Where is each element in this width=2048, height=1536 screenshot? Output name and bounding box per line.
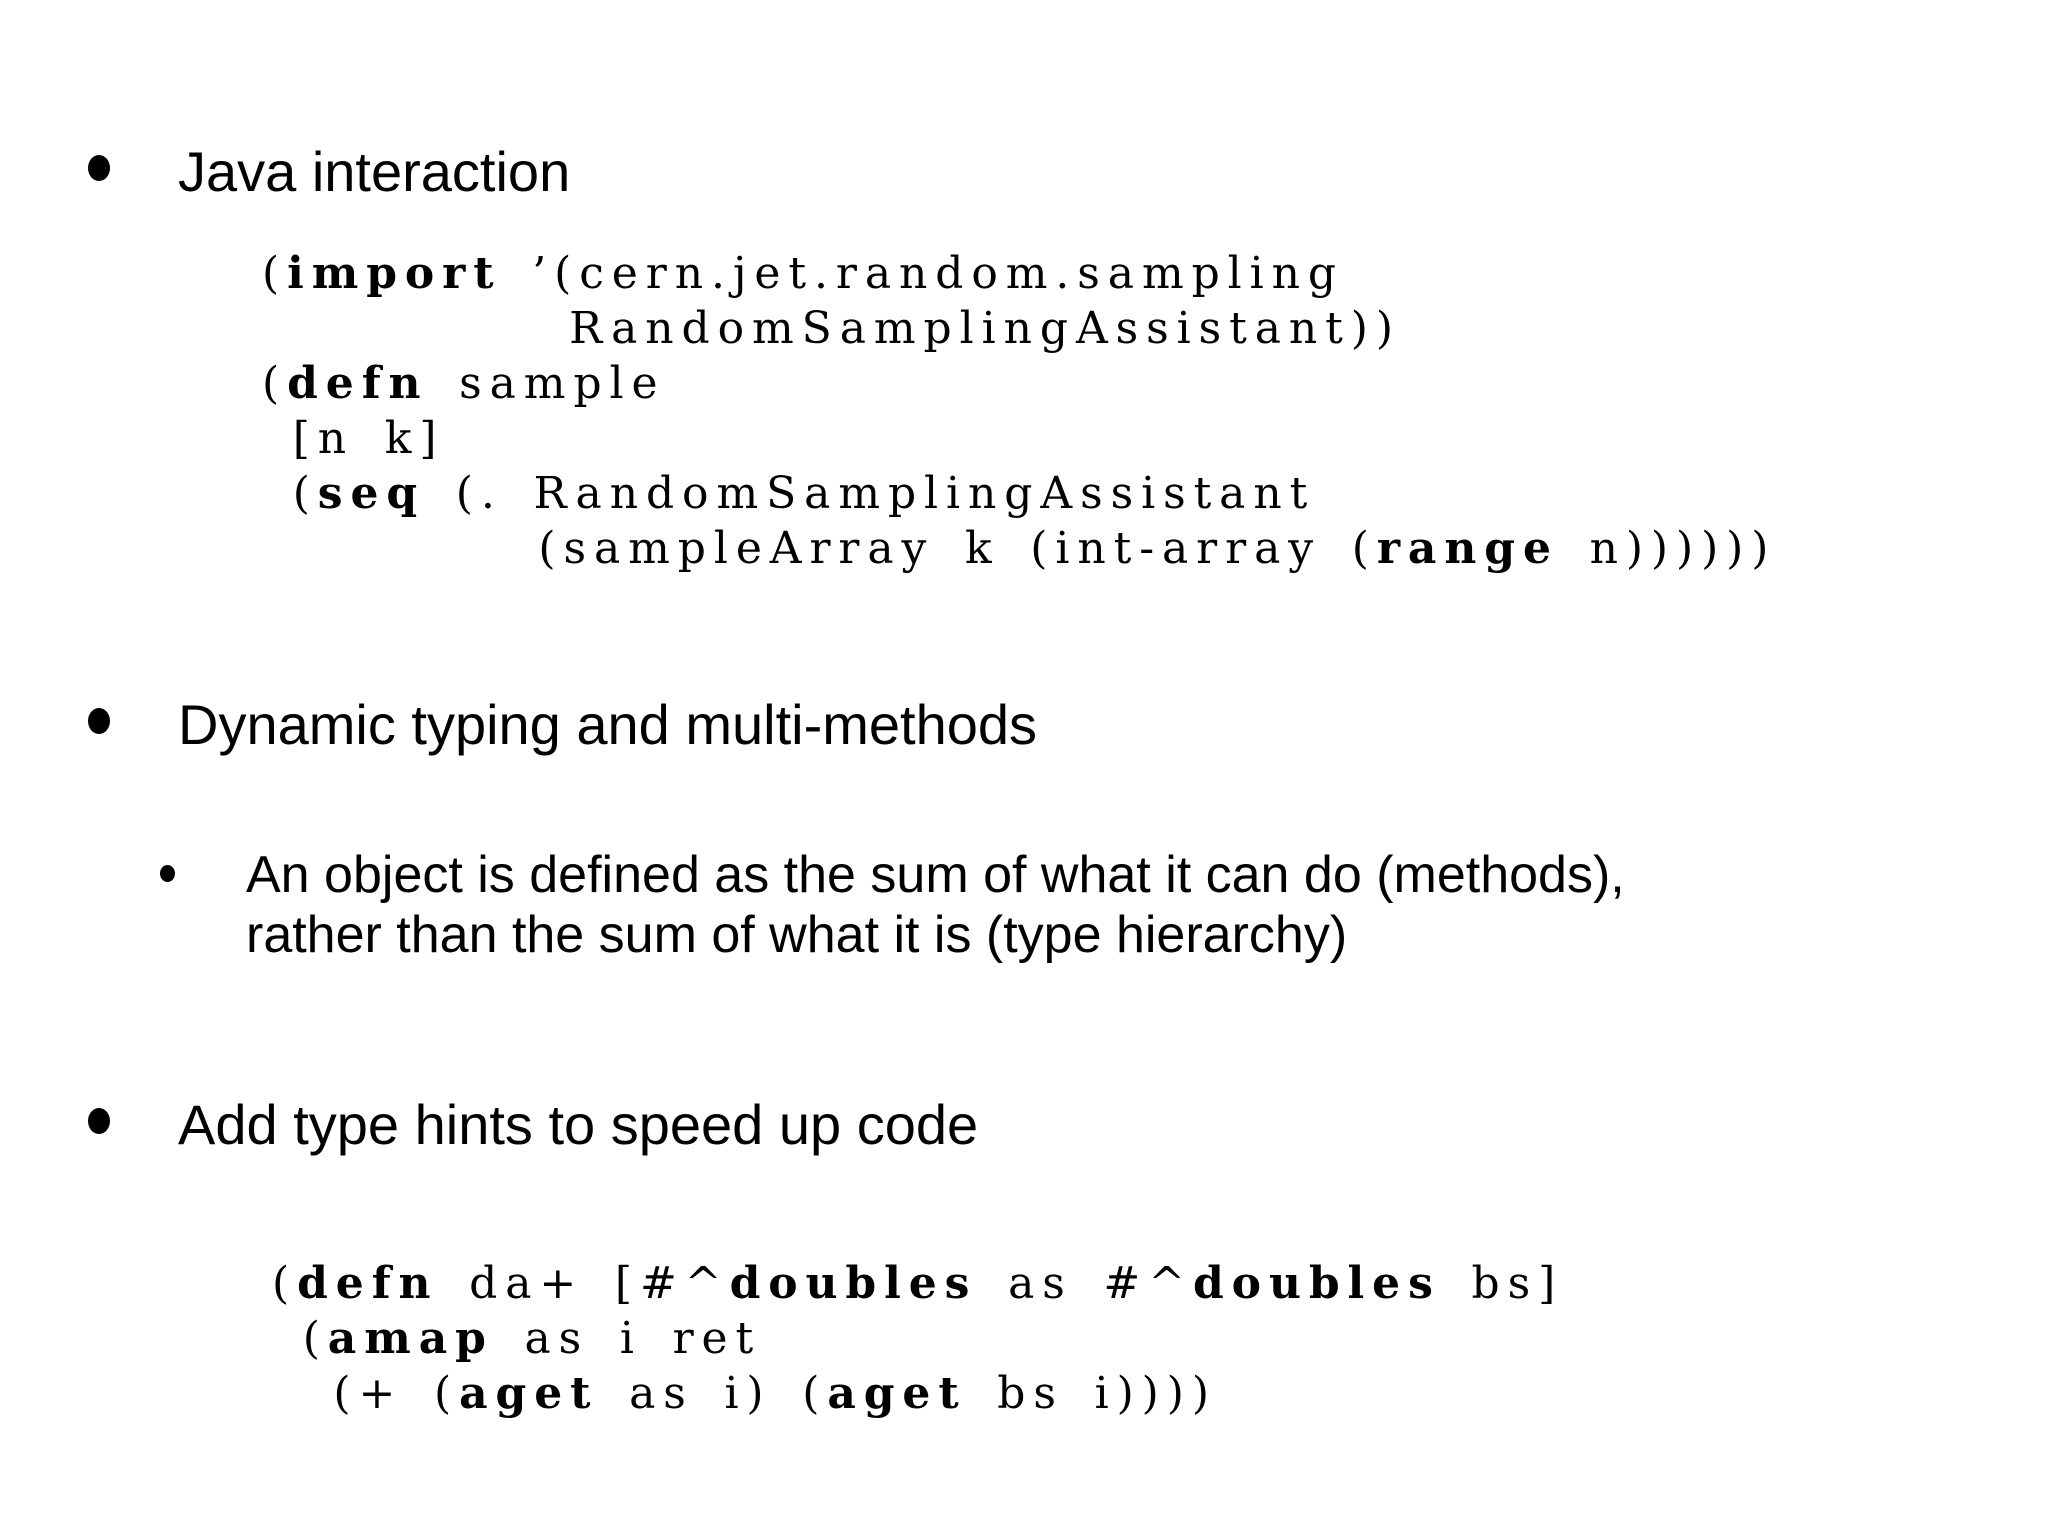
code-block-type-hints: (defn da+ [#^doubles as #^doubles bs] (a… xyxy=(272,1256,1563,1421)
code-keyword: range xyxy=(1376,523,1559,574)
bullet-label: Dynamic typing and multi-methods xyxy=(178,693,1038,756)
code-text: RandomSamplingAssistant)) xyxy=(262,303,1401,354)
code-line: (import ’(cern.jet.random.sampling xyxy=(262,246,1776,301)
code-text: (sampleArray k (int-array ( xyxy=(262,523,1377,574)
sub-bullet-item-object-definition: An object is defined as the sum of what … xyxy=(160,845,1625,965)
code-keyword: defn xyxy=(297,1258,439,1309)
bullet-label: Add type hints to speed up code xyxy=(178,1093,979,1156)
code-line: (defn sample xyxy=(262,356,1776,411)
code-text: [n k] xyxy=(262,413,445,464)
code-line: (+ (aget as i) (aget bs i)))) xyxy=(272,1366,1563,1421)
code-text: as #^ xyxy=(977,1258,1193,1309)
code-keyword: seq xyxy=(317,468,426,519)
code-keyword: import xyxy=(287,248,502,299)
code-text: (. RandomSamplingAssistant xyxy=(425,468,1316,519)
code-keyword: defn xyxy=(287,358,429,409)
code-text: sample xyxy=(428,358,666,409)
code-text: (+ ( xyxy=(272,1368,460,1419)
bullet-icon xyxy=(88,155,110,181)
code-text: bs i)))) xyxy=(966,1368,1217,1419)
bullet-item-type-hints: Add type hints to speed up code xyxy=(88,1093,978,1157)
code-line: [n k] xyxy=(262,411,1776,466)
code-line: (seq (. RandomSamplingAssistant xyxy=(262,466,1776,521)
code-text: ( xyxy=(262,358,288,409)
code-block-java-interop: (import ’(cern.jet.random.sampling Rando… xyxy=(262,246,1776,576)
bullet-item-dynamic-typing: Dynamic typing and multi-methods xyxy=(88,693,1037,757)
sub-bullet-line: An object is defined as the sum of what … xyxy=(246,846,1625,904)
code-keyword: amap xyxy=(327,1313,494,1364)
bullet-icon xyxy=(88,1108,110,1134)
code-keyword: doubles xyxy=(729,1258,978,1309)
code-text: bs] xyxy=(1440,1258,1564,1309)
code-text: ( xyxy=(262,248,288,299)
sub-bullet-icon xyxy=(160,865,175,882)
code-text: as i ret xyxy=(493,1313,762,1364)
code-line: (sampleArray k (int-array (range n)))))) xyxy=(262,521,1776,576)
bullet-item-java-interaction: Java interaction xyxy=(88,140,570,204)
code-keyword: doubles xyxy=(1193,1258,1441,1309)
code-text: n)))))) xyxy=(1558,523,1777,574)
sub-bullet-label: An object is defined as the sum of what … xyxy=(246,845,1625,965)
bullet-label: Java interaction xyxy=(178,140,571,203)
code-text: ’(cern.jet.random.sampling xyxy=(501,248,1345,299)
code-line: (defn da+ [#^doubles as #^doubles bs] xyxy=(272,1256,1563,1311)
code-line: RandomSamplingAssistant)) xyxy=(262,301,1776,356)
code-line: (amap as i ret xyxy=(272,1311,1563,1366)
code-keyword: aget xyxy=(459,1368,599,1419)
code-text: ( xyxy=(272,1258,298,1309)
code-text: ( xyxy=(262,468,318,519)
code-keyword: aget xyxy=(827,1368,967,1419)
bullet-icon xyxy=(88,708,110,734)
code-text: as i) ( xyxy=(598,1368,828,1419)
code-text: da+ [#^ xyxy=(438,1258,730,1309)
code-text: ( xyxy=(272,1313,328,1364)
sub-bullet-line: rather than the sum of what it is (type … xyxy=(246,906,1348,964)
